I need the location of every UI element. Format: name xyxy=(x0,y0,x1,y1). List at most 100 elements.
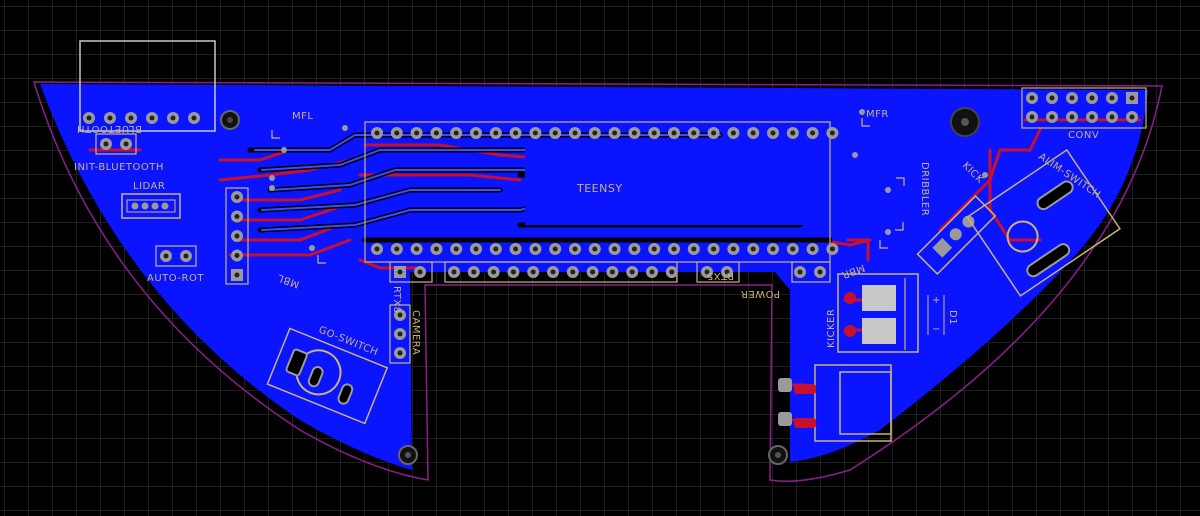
auto-rot-pins xyxy=(160,250,192,262)
rtx8-outline xyxy=(389,261,433,283)
pad-icon xyxy=(141,202,149,210)
pad-hole xyxy=(394,130,400,136)
pad-hole xyxy=(750,130,756,136)
pad-hole xyxy=(1069,95,1075,101)
pad-hole xyxy=(724,269,730,275)
pad-hole xyxy=(1129,95,1135,101)
pad-hole xyxy=(1049,114,1055,120)
pad-hole xyxy=(397,331,403,337)
conv-pins xyxy=(1026,92,1138,123)
kick-connector xyxy=(916,195,997,275)
pad-hole xyxy=(770,130,776,136)
camera-outline xyxy=(389,304,411,364)
pad-hole xyxy=(730,130,736,136)
pad-hole xyxy=(532,130,538,136)
pad-hole xyxy=(810,246,816,252)
label-teensy: TEENSY xyxy=(576,182,623,195)
pad-hole xyxy=(612,130,618,136)
pad-hole xyxy=(530,269,536,275)
via xyxy=(309,245,315,251)
label-conv: CONV xyxy=(1068,130,1099,141)
pad-hole xyxy=(491,269,497,275)
bluetooth-outline xyxy=(79,40,216,132)
mounting-hole-icon xyxy=(768,445,788,465)
pad-hole xyxy=(550,269,556,275)
pad-hole xyxy=(730,246,736,252)
via xyxy=(281,147,287,153)
pad-hole xyxy=(671,246,677,252)
bluetooth-pins xyxy=(83,112,200,124)
pad-hole xyxy=(414,130,420,136)
pad-hole xyxy=(451,269,457,275)
power-pins xyxy=(794,266,826,278)
pad-hole xyxy=(394,246,400,252)
rtx5-pins xyxy=(701,266,733,278)
label-mfr: MFR xyxy=(866,109,889,120)
pad-hole xyxy=(649,269,655,275)
pad-hole xyxy=(669,269,675,275)
pad-hole xyxy=(1029,114,1035,120)
pad-hole xyxy=(711,246,717,252)
pad-hole xyxy=(817,269,823,275)
pad-hole xyxy=(1109,95,1115,101)
pad-hole xyxy=(770,246,776,252)
pad-hole xyxy=(552,130,558,136)
pad-hole xyxy=(1109,114,1115,120)
pad-hole xyxy=(103,141,109,147)
pad-hole xyxy=(609,269,615,275)
teensy-pins-top xyxy=(371,127,839,139)
via xyxy=(885,187,891,193)
pad-hole xyxy=(417,269,423,275)
pad-hole xyxy=(691,130,697,136)
rtx5-outline xyxy=(696,261,740,283)
pad-hole xyxy=(473,130,479,136)
pad-hole xyxy=(397,269,403,275)
via xyxy=(269,175,275,181)
label-mfl: MFL xyxy=(292,111,313,122)
label-rtx5: RTX5 xyxy=(706,270,734,281)
go-switch xyxy=(266,327,389,425)
via xyxy=(982,172,988,178)
pad-hole xyxy=(471,269,477,275)
pad-hole xyxy=(532,246,538,252)
teensy-pins-bottom xyxy=(371,243,839,255)
pad-hole xyxy=(183,253,189,259)
pad-hole xyxy=(510,269,516,275)
power-switch xyxy=(778,364,892,442)
lidar-pins xyxy=(131,202,169,210)
pad-hole xyxy=(234,253,240,258)
pad-icon xyxy=(151,202,159,210)
pad-hole xyxy=(612,246,618,252)
pad-hole xyxy=(453,130,459,136)
pad-hole xyxy=(790,130,796,136)
pad-hole xyxy=(163,253,169,259)
label-init-bluetooth: INIT-BLUETOOTH xyxy=(74,162,164,173)
label-rtx8: RTX8 xyxy=(391,286,402,314)
pad-hole xyxy=(829,130,835,136)
conv-outline xyxy=(1021,87,1147,129)
pad-hole xyxy=(592,130,598,136)
pad-hole xyxy=(629,269,635,275)
lidar-outline xyxy=(121,193,181,219)
pad-hole xyxy=(1069,114,1075,120)
pad-hole xyxy=(191,115,197,121)
pad-hole xyxy=(552,246,558,252)
via xyxy=(342,125,348,131)
label-bluetooth: BLUETOOTH xyxy=(76,123,142,134)
pad-hole xyxy=(453,246,459,252)
pad-hole xyxy=(691,246,697,252)
pad-hole xyxy=(829,246,835,252)
via xyxy=(269,185,275,191)
power-outline xyxy=(791,261,831,283)
pad-hole xyxy=(433,130,439,136)
pad-hole xyxy=(570,269,576,275)
pad-hole xyxy=(128,115,134,121)
pad-hole xyxy=(234,214,240,219)
camera-pins xyxy=(394,309,406,359)
mounting-hole-icon xyxy=(220,110,240,130)
pad-hole xyxy=(493,130,499,136)
label-camera: CAMERA xyxy=(410,310,421,355)
label-minus: − xyxy=(932,324,941,335)
pad-hole xyxy=(414,246,420,252)
pad-hole xyxy=(651,130,657,136)
